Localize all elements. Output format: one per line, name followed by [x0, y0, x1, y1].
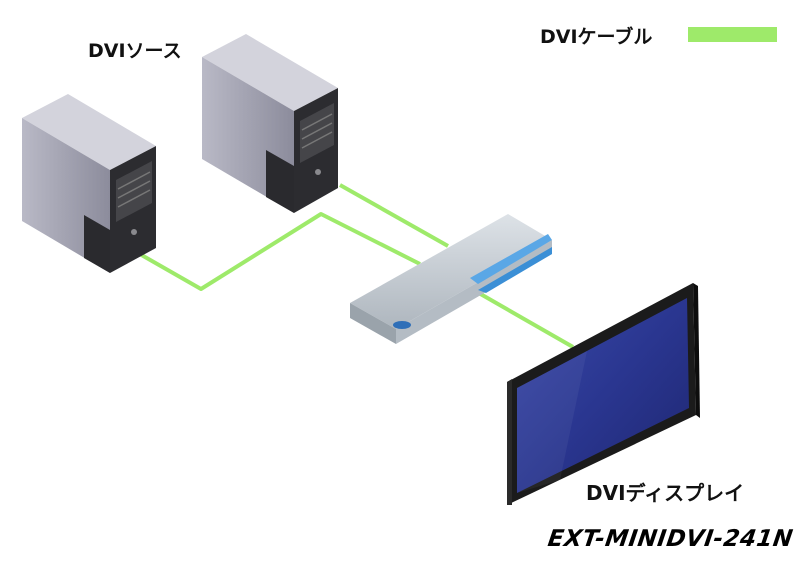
tower-pc-icon: [22, 94, 156, 273]
display-label: DVIディスプレイ: [586, 481, 745, 505]
cable-left-pc: [137, 212, 421, 291]
tower-pc-icon: [202, 34, 338, 213]
monitor-icon: [507, 283, 700, 505]
dvi-cables: [137, 183, 574, 349]
source-label: DVIソース: [88, 40, 182, 62]
cable-legend-swatch: [688, 27, 777, 42]
cable-display: [469, 286, 574, 349]
kvm-switch-icon: [350, 214, 552, 344]
model-number: EXT-MINIDVI-241N: [546, 526, 795, 552]
cable-right-pc: [339, 183, 449, 248]
cable-legend-label: DVIケーブル: [540, 26, 653, 48]
